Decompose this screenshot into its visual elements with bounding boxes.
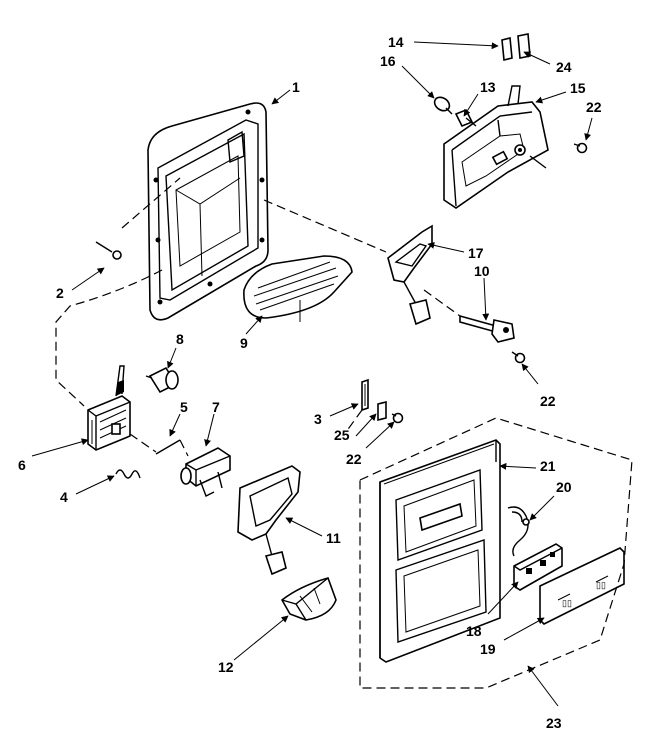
part-hinge-bracket: [180, 447, 231, 497]
part-insulator-25: [377, 400, 387, 422]
part-actuator-motor: [87, 365, 131, 451]
callout-13: 13: [480, 79, 496, 95]
part-solenoid: [145, 366, 179, 394]
callout-20: 20: [556, 479, 572, 495]
part-drip-grille: [243, 255, 353, 322]
callout-17: 17: [468, 245, 484, 261]
callout-3: 3: [314, 411, 322, 427]
callout-19: 19: [480, 641, 496, 657]
part-lever-arm-17: [387, 224, 433, 326]
part-spring: [115, 469, 141, 479]
part-pin: [155, 439, 181, 455]
callout-9: 9: [240, 335, 248, 351]
callout-5: 5: [180, 399, 188, 415]
callout-1: 1: [292, 79, 300, 95]
callout-8: 8: [176, 331, 184, 347]
part-screw-22-center: [391, 412, 404, 424]
callout-15: 15: [570, 80, 586, 96]
part-screw-2: [95, 241, 122, 260]
callout-12: 12: [218, 659, 234, 675]
callout-2: 2: [56, 285, 64, 301]
callout-22-mid: 22: [540, 393, 556, 409]
callout-18: 18: [466, 623, 482, 639]
svg-text:▯▯: ▯▯: [596, 580, 606, 590]
callout-25: 25: [334, 427, 350, 443]
callout-10: 10: [474, 263, 490, 279]
part-housing-frame: [147, 102, 269, 321]
part-shaft: [459, 314, 515, 343]
callout-22-center: 22: [346, 451, 362, 467]
callout-21: 21: [540, 458, 556, 474]
part-door-panel-21: [379, 439, 501, 663]
callout-22-top: 22: [586, 99, 602, 115]
part-switch-3: [361, 378, 369, 412]
part-switch-14: [501, 36, 513, 62]
part-lever-arm-11: [237, 465, 301, 576]
part-bulb-16: [433, 96, 453, 115]
callout-23: 23: [546, 715, 562, 731]
callout-7: 7: [212, 399, 220, 415]
part-control-board-18: [513, 543, 563, 591]
part-screw-22-top: [573, 142, 588, 154]
callout-16: 16: [380, 53, 396, 69]
callout-24: 24: [556, 59, 572, 75]
callout-4: 4: [60, 489, 68, 505]
callout-6: 6: [18, 457, 26, 473]
callout-14: 14: [388, 34, 404, 50]
part-screw-22-mid: [511, 351, 526, 364]
svg-text:▯▯: ▯▯: [562, 598, 572, 608]
part-ice-chute: [280, 577, 337, 621]
part-wire-harness-20: [507, 506, 530, 557]
part-dispenser-bracket-15: [443, 85, 549, 209]
callout-11: 11: [326, 530, 341, 546]
